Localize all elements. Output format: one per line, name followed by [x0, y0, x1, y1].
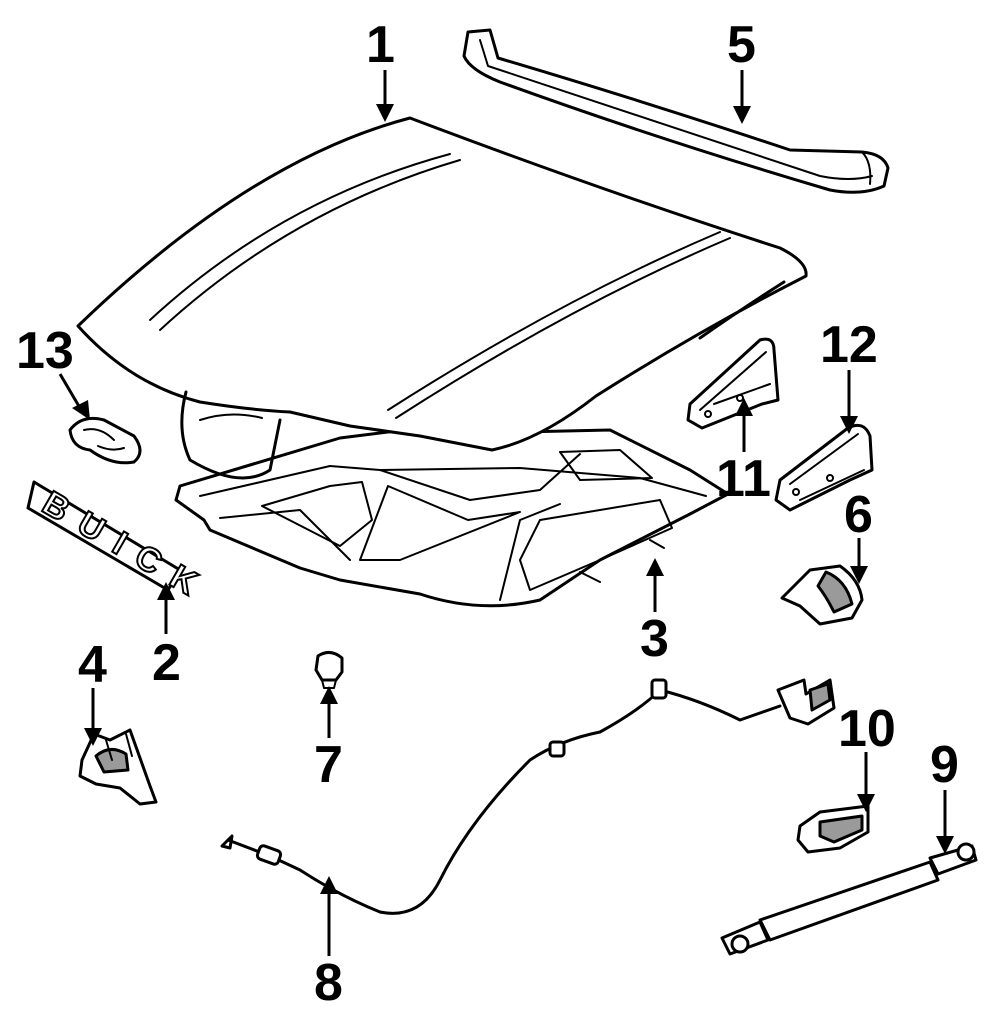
callout-4-arrowhead — [84, 728, 102, 746]
bumper-plug-part — [314, 651, 344, 689]
callout-6: 6 — [844, 486, 873, 584]
callout-10-number: 10 — [838, 700, 896, 758]
callout-5: 5 — [727, 16, 756, 124]
callout-8: 8 — [314, 876, 343, 1012]
hood-panel-part — [76, 116, 808, 480]
callout-13-arrowhead — [72, 400, 90, 420]
hood-seal-part — [462, 28, 890, 194]
callout-11-number: 11 — [716, 450, 771, 508]
callout-9-number: 9 — [930, 736, 959, 794]
safety-catch-part — [68, 416, 142, 465]
callout-7-arrowhead — [320, 686, 338, 704]
callout-12-number: 12 — [820, 316, 878, 374]
callout-13: 13 — [16, 322, 90, 420]
callout-2-arrowhead — [157, 582, 175, 600]
callout-8-number: 8 — [314, 954, 343, 1012]
callout-5-number: 5 — [727, 16, 756, 74]
callout-11: 11 — [716, 398, 771, 508]
callout-2: 2 — [152, 582, 181, 692]
callout-10: 10 — [838, 700, 896, 812]
release-handle-part — [796, 804, 870, 854]
callout-12-arrowhead — [840, 416, 858, 434]
hood-latch-part — [78, 728, 158, 806]
callout-8-arrowhead — [320, 876, 338, 894]
callout-12: 12 — [820, 316, 878, 434]
callout-11-arrowhead — [735, 398, 753, 416]
callout-7-number: 7 — [314, 736, 343, 794]
bracket-part — [780, 564, 864, 626]
support-strut-part — [720, 842, 978, 956]
callout-9: 9 — [930, 736, 959, 854]
left-hinge-part — [686, 337, 780, 430]
callout-6-arrowhead — [850, 566, 868, 584]
callout-13-leader — [58, 373, 82, 409]
callout-1-arrowhead — [376, 104, 394, 122]
callout-7: 7 — [314, 686, 343, 794]
release-cable-part — [220, 678, 836, 915]
callout-4: 4 — [78, 636, 107, 746]
callout-2-number: 2 — [152, 634, 181, 692]
callout-5-arrowhead — [733, 106, 751, 124]
callout-4-number: 4 — [78, 636, 107, 694]
callout-13-number: 13 — [16, 322, 74, 380]
callout-1: 1 — [366, 16, 395, 122]
callout-10-arrowhead — [857, 794, 875, 812]
callout-9-arrowhead — [936, 836, 954, 854]
callout-3-number: 3 — [640, 610, 669, 668]
hood-insulator-part — [174, 426, 730, 608]
callout-6-number: 6 — [844, 486, 873, 544]
callout-3: 3 — [640, 558, 669, 668]
callout-3-arrowhead — [646, 558, 664, 576]
callout-1-number: 1 — [366, 16, 395, 74]
